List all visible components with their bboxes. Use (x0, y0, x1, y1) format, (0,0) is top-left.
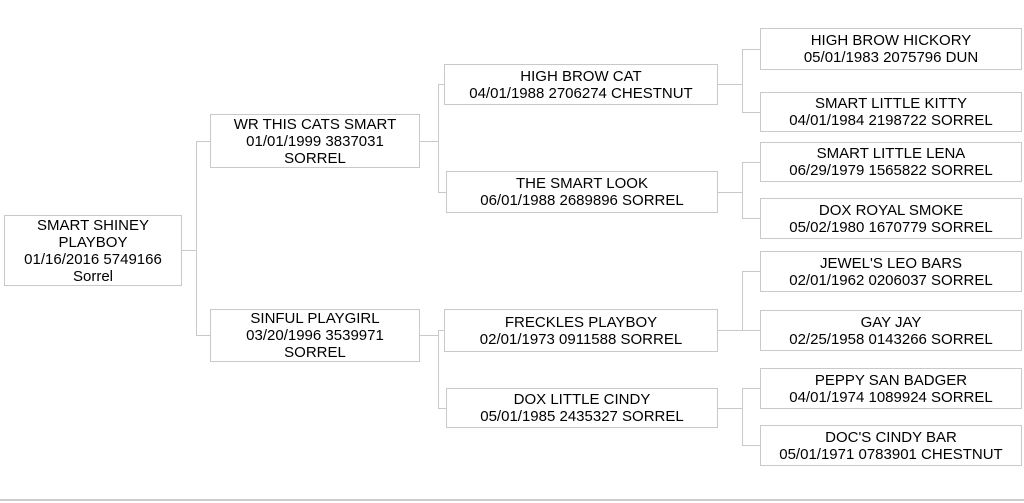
horse-name: GAY JAY (860, 313, 922, 331)
connector-highbrowcat-parents (718, 49, 760, 113)
node-jewels-leo-bars: JEWEL'S LEO BARS 02/01/1962 0206037 SORR… (760, 251, 1022, 292)
node-freckles-playboy: FRECKLES PLAYBOY 02/01/1973 0911588 SORR… (444, 309, 718, 352)
horse-details: 01/01/1999 3837031 (246, 132, 384, 150)
node-smart-little-lena: SMART LITTLE LENA 06/29/1979 1565822 SOR… (760, 142, 1022, 182)
node-wr-this-cats-smart: WR THIS CATS SMART 01/01/1999 3837031 SO… (210, 114, 420, 168)
horse-details: 06/29/1979 1565822 SORREL (789, 162, 993, 179)
connector-doxlittlecindy-parents (718, 388, 760, 446)
node-high-brow-hickory: HIGH BROW HICKORY 05/01/1983 2075796 DUN (760, 28, 1022, 70)
horse-name: DOX LITTLE CINDY (513, 391, 651, 408)
horse-color: SORREL (284, 344, 346, 361)
horse-color: Sorrel (72, 267, 113, 285)
horse-name: HIGH BROW CAT (520, 67, 642, 85)
node-high-brow-cat: HIGH BROW CAT 04/01/1988 2706274 CHESTNU… (444, 64, 718, 105)
horse-details: 06/01/1988 2689896 SORREL (480, 192, 684, 209)
bottom-divider (0, 499, 1024, 501)
horse-name: FRECKLES PLAYBOY (504, 313, 658, 331)
horse-name: SMART LITTLE LENA (816, 145, 966, 162)
horse-color: SORREL (284, 149, 346, 167)
node-docs-cindy-bar: DOC'S CINDY BAR 05/01/1971 0783901 CHEST… (760, 425, 1022, 466)
node-dox-royal-smoke: DOX ROYAL SMOKE 05/02/1980 1670779 SORRE… (760, 198, 1022, 239)
horse-details: 02/01/1962 0206037 SORREL (789, 271, 993, 289)
horse-name: HIGH BROW HICKORY (810, 32, 972, 49)
horse-name: SMART SHINEY PLAYBOY (37, 216, 149, 251)
horse-details: 05/01/1971 0783901 CHESTNUT (779, 445, 1003, 463)
connector-sire-parents (420, 84, 446, 193)
horse-name: DOC'S CINDY BAR (825, 428, 957, 446)
connector-frecklesplayboy-parents (718, 271, 760, 331)
horse-name: JEWEL'S LEO BARS (819, 254, 963, 272)
horse-details: 04/01/1974 1089924 SORREL (789, 388, 993, 406)
horse-name: PEPPY SAN BADGER (814, 371, 968, 389)
horse-details: 02/01/1973 0911588 SORREL (479, 330, 683, 348)
node-dox-little-cindy: DOX LITTLE CINDY 05/01/1985 2435327 SORR… (446, 388, 718, 428)
horse-name: SMART LITTLE KITTY (815, 95, 967, 112)
horse-details: 01/16/2016 5749166 (24, 250, 162, 268)
node-smart-little-kitty: SMART LITTLE KITTY 04/01/1984 2198722 SO… (760, 92, 1022, 132)
horse-name: WR THIS CATS SMART (233, 115, 397, 133)
horse-details: 04/01/1984 2198722 SORREL (789, 112, 993, 129)
horse-details: 05/02/1980 1670779 SORREL (789, 218, 993, 236)
connector-thesmartlook-parents (718, 162, 760, 219)
connector-dam-parents (420, 330, 446, 409)
horse-name: SINFUL PLAYGIRL (250, 310, 380, 327)
horse-details: 05/01/1983 2075796 DUN (803, 49, 979, 66)
horse-details: 02/25/1958 0143266 SORREL (789, 330, 993, 348)
node-smart-shiney-playboy: SMART SHINEY PLAYBOY 01/16/2016 5749166 … (4, 215, 182, 286)
horse-details: 03/20/1996 3539971 (246, 327, 384, 344)
connector-subject-parents (182, 141, 210, 336)
horse-details: 05/01/1985 2435327 SORREL (480, 408, 684, 425)
horse-name: THE SMART LOOK (516, 175, 648, 192)
node-the-smart-look: THE SMART LOOK 06/01/1988 2689896 SORREL (446, 171, 718, 213)
node-peppy-san-badger: PEPPY SAN BADGER 04/01/1974 1089924 SORR… (760, 368, 1022, 409)
horse-name: DOX ROYAL SMOKE (818, 201, 964, 219)
node-sinful-playgirl: SINFUL PLAYGIRL 03/20/1996 3539971 SORRE… (210, 309, 420, 362)
horse-details: 04/01/1988 2706274 CHESTNUT (469, 84, 693, 102)
node-gay-jay: GAY JAY 02/25/1958 0143266 SORREL (760, 310, 1022, 351)
